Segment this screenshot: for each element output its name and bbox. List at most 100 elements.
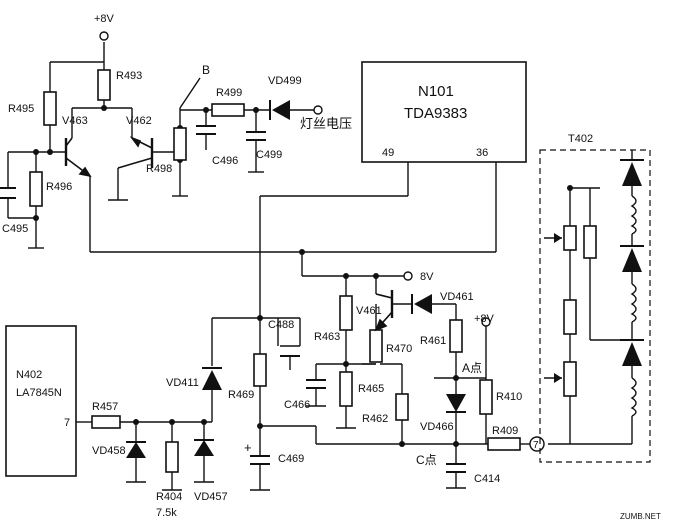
label-c488: C488 [268,319,294,331]
terminals [99,31,545,452]
diode-vd458 [126,441,146,458]
label-r463: R463 [314,331,340,343]
capacitor-c499 [246,131,266,141]
junction-dots [33,105,573,447]
label-n402: N402 [16,369,42,381]
label-r495: R495 [8,103,34,115]
transistor-v463 [64,137,92,178]
label-v462: V462 [126,115,152,127]
label-vd411: VD411 [166,377,199,389]
label-pin49: 49 [382,147,394,159]
label-r496: R496 [46,181,72,193]
label-plus8v-right: +8V [474,313,495,325]
label-r409: R409 [492,425,518,437]
label-vd457: VD457 [194,491,228,503]
terminal-plus8v-top [99,31,109,41]
resistor-r493 [97,69,111,101]
label-filament-voltage: 灯丝电压 [300,116,352,131]
resistor-r409 [487,437,521,451]
resistor-t402-c [563,299,577,335]
transformer-coils [630,195,637,417]
label-r404: R404 [156,491,182,503]
label-point-b: B [202,63,210,77]
resistor-t402-d [563,361,577,397]
label-r470: R470 [386,343,412,355]
capacitor-c496 [196,125,216,135]
label-c414: C414 [474,473,500,485]
capacitors [0,125,466,473]
label-r410: R410 [496,391,522,403]
ic-n101-box [361,61,527,163]
diode-vd411 [202,367,222,390]
diodes [126,100,644,458]
label-tda9383: TDA9383 [404,105,467,122]
label-8v-mid: 8V [420,271,434,283]
label-r462: R462 [362,413,388,425]
label-la7845n: LA7845N [16,387,62,399]
label-v461: V461 [356,305,382,317]
diode-t402-2 [620,245,644,272]
label-c499: C499 [256,149,282,161]
label-r499: R499 [216,87,242,99]
diode-vd466 [446,394,466,413]
diode-t402-1 [620,159,644,186]
transistor-v461 [374,290,394,332]
resistor-r457 [91,415,121,429]
diode-vd461 [411,294,432,314]
resistor-r495 [43,91,57,126]
label-r465: R465 [358,383,384,395]
transformer-arrows [554,233,562,383]
label-pin36: 36 [476,147,488,159]
resistor-r470 [369,329,383,363]
resistor-r499 [211,103,245,117]
diode-vd457 [194,439,214,456]
capacitor-c495 [0,187,16,199]
label-t402-pin7: 7 [533,440,539,451]
resistor-r463 [339,295,353,331]
label-r404-value: 7.5k [156,507,177,519]
resistor-r469 [253,353,267,387]
resistor-t402-a [563,225,577,251]
ic-n402-box [5,325,77,477]
resistor-r404 [165,441,179,473]
c469-polarity: + [244,440,252,455]
label-c469: C469 [278,453,304,465]
transistors [64,136,394,332]
resistor-r462 [395,393,409,421]
label-n101: N101 [418,83,454,100]
resistor-r496 [29,171,43,207]
terminal-8v-mid [403,271,413,281]
label-vd458: VD458 [92,445,126,457]
label-c466: C466 [284,399,310,411]
label-c496: C496 [212,155,238,167]
label-n402-pin7: 7 [64,417,70,429]
capacitor-c414 [446,463,466,473]
resistor-r465 [339,371,353,407]
label-r457: R457 [92,401,118,413]
label-v463: V463 [62,115,88,127]
resistor-t402-b [583,225,597,259]
label-r498: R498 [146,163,172,175]
capacitor-c466 [306,379,326,389]
diode-t402-3 [620,339,644,366]
transformer-t402-outline [539,149,651,463]
watermark: ZUMB.NET [620,512,661,521]
label-vd461: VD461 [440,291,474,303]
resistor-r498 [173,127,187,161]
label-r469: R469 [228,389,254,401]
resistor-r461 [449,319,463,353]
diode-vd499 [269,100,290,120]
label-t402: T402 [568,133,593,145]
label-r493: R493 [116,70,142,82]
label-vd499: VD499 [268,75,302,87]
transistor-v462 [117,136,154,169]
resistor-r410 [479,379,493,415]
label-r461: R461 [420,335,446,347]
resistors [29,69,597,473]
label-point-a: A点 [462,361,482,375]
label-point-c: C点 [416,453,437,467]
terminal-filament [313,105,323,115]
label-vd466: VD466 [420,421,454,433]
capacitor-c469 [250,444,270,472]
